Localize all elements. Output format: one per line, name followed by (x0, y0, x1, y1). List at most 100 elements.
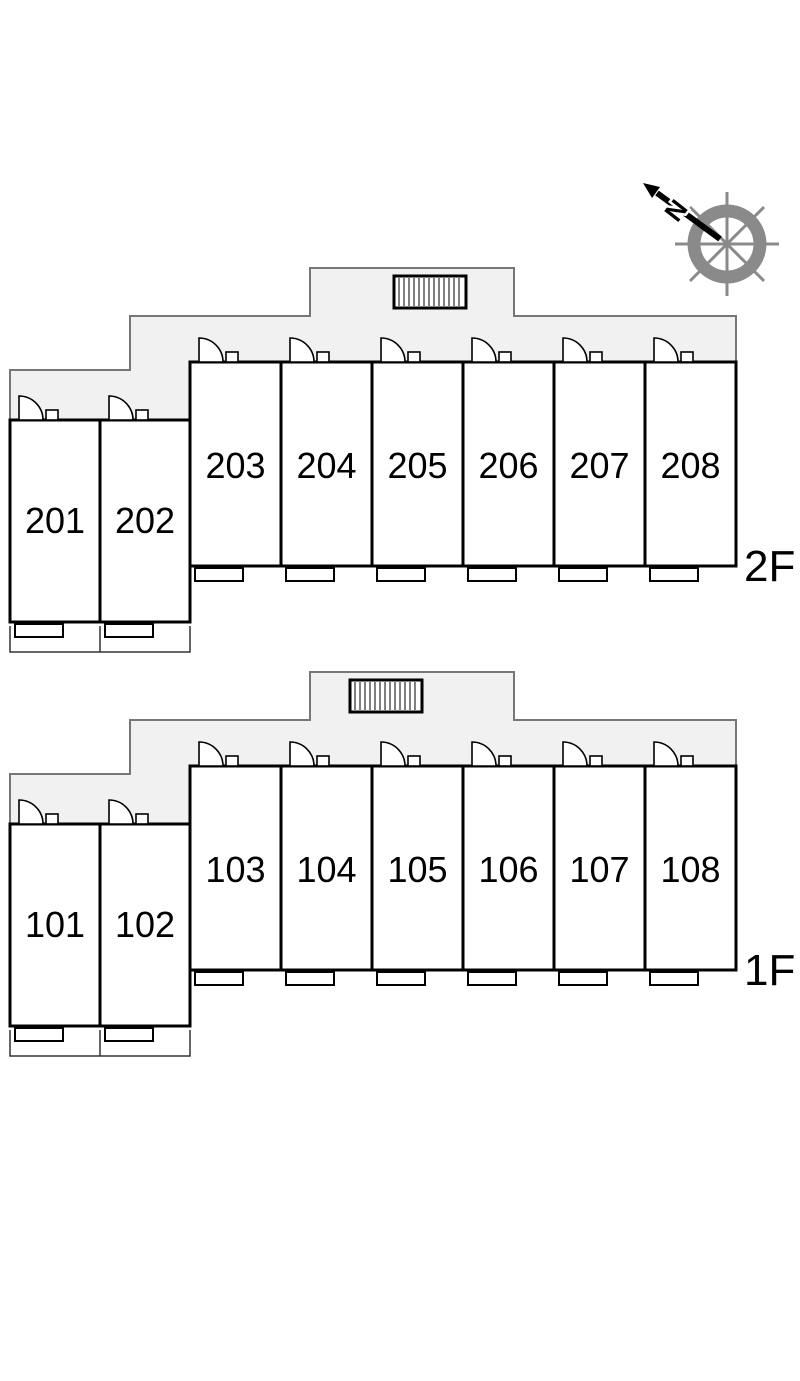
door-jamb-icon (135, 409, 149, 421)
door-swing-icon (108, 395, 134, 421)
room-walls (98, 822, 192, 1028)
door-jamb-icon (589, 351, 603, 363)
door-jamb-icon (45, 813, 59, 825)
room-103: 103 (188, 741, 283, 986)
room-203: 203 (188, 337, 283, 582)
balcony-window (285, 567, 335, 582)
floor-label: 2F (744, 542, 795, 591)
balcony-window (376, 971, 426, 986)
room-walls (643, 360, 738, 568)
room-202: 202 (98, 395, 192, 638)
door-jamb-icon (316, 351, 330, 363)
balcony-outline (9, 626, 191, 653)
room-number: 108 (660, 849, 720, 890)
room-108: 108 (643, 741, 738, 986)
room-number: 203 (205, 445, 265, 486)
balcony-window (104, 1027, 154, 1042)
door-jamb-icon (498, 351, 512, 363)
room-walls (8, 822, 102, 1028)
room-101: 101 (8, 799, 102, 1042)
door-swing-icon (18, 395, 44, 421)
room-number: 204 (296, 445, 356, 486)
floor-plan-1f: 101 102 103 104 105 106 107 108 1F (8, 671, 795, 1057)
balcony-window (194, 971, 244, 986)
staircase-icon (392, 274, 468, 310)
room-205: 205 (370, 337, 465, 582)
compass-rose: N (643, 183, 779, 296)
room-105: 105 (370, 741, 465, 986)
balcony-window (467, 971, 517, 986)
room-walls (370, 360, 465, 568)
balcony-window (467, 567, 517, 582)
door-swing-icon (653, 741, 679, 767)
door-jamb-icon (407, 755, 421, 767)
door-swing-icon (380, 741, 406, 767)
room-number: 208 (660, 445, 720, 486)
room-number: 102 (115, 904, 175, 945)
door-swing-icon (198, 337, 224, 363)
room-number: 206 (478, 445, 538, 486)
room-walls (279, 764, 374, 972)
balcony-window (558, 971, 608, 986)
door-jamb-icon (316, 755, 330, 767)
room-207: 207 (552, 337, 647, 582)
door-jamb-icon (135, 813, 149, 825)
floor-plan-2f: 201 202 203 204 205 206 207 208 2F (8, 267, 795, 653)
room-104: 104 (279, 741, 374, 986)
door-jamb-icon (45, 409, 59, 421)
door-jamb-icon (407, 351, 421, 363)
room-number: 105 (387, 849, 447, 890)
room-206: 206 (461, 337, 556, 582)
room-number: 104 (296, 849, 356, 890)
balcony-window (376, 567, 426, 582)
door-swing-icon (198, 741, 224, 767)
room-204: 204 (279, 337, 374, 582)
door-swing-icon (289, 741, 315, 767)
room-106: 106 (461, 741, 556, 986)
door-swing-icon (562, 741, 588, 767)
door-jamb-icon (498, 755, 512, 767)
room-number: 101 (25, 904, 85, 945)
compass-ring (687, 204, 767, 284)
door-swing-icon (471, 741, 497, 767)
balcony-window (558, 567, 608, 582)
door-swing-icon (380, 337, 406, 363)
door-swing-icon (108, 799, 134, 825)
balcony-window (104, 623, 154, 638)
compass-needle-head (643, 183, 660, 198)
room-number: 202 (115, 500, 175, 541)
door-swing-icon (289, 337, 315, 363)
room-number: 107 (569, 849, 629, 890)
room-walls (370, 764, 465, 972)
room-102: 102 (98, 799, 192, 1042)
door-jamb-icon (225, 755, 239, 767)
door-swing-icon (653, 337, 679, 363)
staircase-icon (348, 678, 424, 714)
balcony-window (649, 971, 699, 986)
balcony-window (649, 567, 699, 582)
balcony-outline (9, 1030, 191, 1057)
door-jamb-icon (589, 755, 603, 767)
balcony-window (285, 971, 335, 986)
room-number: 207 (569, 445, 629, 486)
door-swing-icon (18, 799, 44, 825)
door-jamb-icon (680, 755, 694, 767)
room-walls (8, 418, 102, 624)
balcony-window (14, 623, 64, 638)
door-swing-icon (562, 337, 588, 363)
room-walls (461, 764, 556, 972)
room-number: 201 (25, 500, 85, 541)
door-jamb-icon (680, 351, 694, 363)
room-number: 106 (478, 849, 538, 890)
compass-needle (655, 190, 722, 242)
room-walls (279, 360, 374, 568)
balcony-window (194, 567, 244, 582)
door-swing-icon (471, 337, 497, 363)
balcony-window (14, 1027, 64, 1042)
room-201: 201 (8, 395, 102, 638)
room-number: 103 (205, 849, 265, 890)
floor-label: 1F (744, 946, 795, 995)
